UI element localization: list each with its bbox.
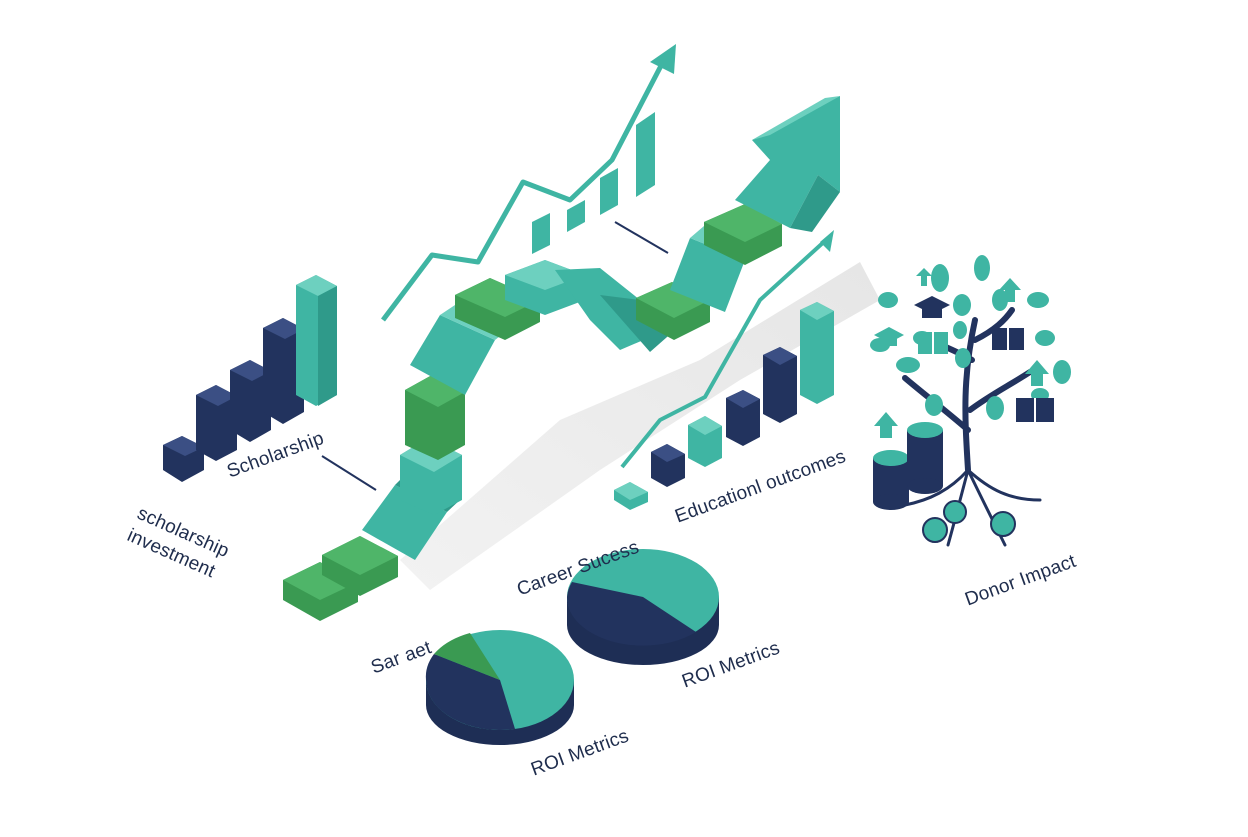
book-icon: [918, 332, 948, 354]
top-trend-line: [381, 56, 668, 322]
roi-pie-left: [425, 630, 574, 745]
coin-stack-icon: [873, 450, 909, 510]
scholarship-pointer: [321, 455, 377, 491]
down-arrow-icon: [916, 268, 932, 286]
up-arrow-icon: [874, 412, 898, 438]
top-trend-arrow-head: [650, 44, 676, 74]
top-mini-bars: [532, 112, 655, 254]
growth-block-path: [283, 96, 840, 621]
up-arrow-icon: [999, 278, 1021, 302]
dollar-coin-icon: [922, 500, 1016, 543]
graduation-cap-icon: [914, 296, 950, 318]
graduation-cap-icon: [874, 327, 904, 346]
ground-shadow: [400, 262, 880, 590]
outcomes-bar-chart: [614, 302, 834, 510]
book-icon: [1016, 398, 1054, 422]
up-arrow-icon: [1025, 360, 1049, 386]
scholarship-bar-chart: [163, 275, 337, 482]
outcomes-trend-arrow-head: [820, 230, 834, 252]
outcomes-trend-line: [620, 238, 828, 469]
roi-pie-right: [566, 549, 719, 665]
top-pointer: [614, 221, 669, 254]
coin-stack-icon: [907, 422, 943, 494]
book-icon: [992, 328, 1024, 350]
donor-impact-tree: [870, 255, 1071, 547]
